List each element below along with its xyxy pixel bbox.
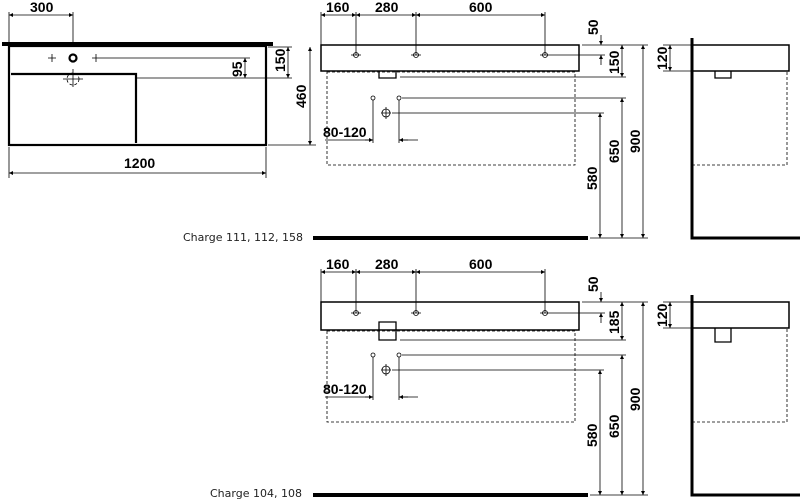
dim-basin-height: 150 <box>606 50 622 74</box>
basin-front <box>320 301 580 331</box>
dim-280: 280 <box>375 0 399 15</box>
basin-front <box>320 44 580 72</box>
dim-600: 600 <box>469 256 493 272</box>
side-view-2: 120 <box>654 295 800 497</box>
drain-crosshair <box>63 69 83 87</box>
dim-160: 160 <box>326 256 350 272</box>
dim-50: 50 <box>585 276 601 292</box>
variant-label-1: Charge 111, 112, 158 <box>183 231 303 244</box>
dim-95: 95 <box>229 61 245 77</box>
dim-80-120: 80-120 <box>323 381 367 397</box>
dim-580: 580 <box>584 423 600 447</box>
front-view-1: Charge 111, 112, 158 160 280 600 80-120 … <box>183 0 648 244</box>
dim-150: 150 <box>272 48 288 72</box>
bowl-outline <box>11 72 138 143</box>
dim-280: 280 <box>375 256 399 272</box>
tap-holes <box>351 310 550 376</box>
cabinet-outline <box>326 71 576 166</box>
dim-80-120: 80-120 <box>323 124 367 140</box>
dim-1200: 1200 <box>124 155 155 171</box>
dim-650: 650 <box>606 139 622 163</box>
plan-view: 300 95 150 460 1200 <box>2 0 316 178</box>
dim-900: 900 <box>627 129 643 153</box>
dim-650: 650 <box>606 414 622 438</box>
basin-side <box>691 301 790 329</box>
dim-460: 460 <box>293 84 309 108</box>
dim-50: 50 <box>585 19 601 35</box>
wall-and-floor <box>690 295 800 497</box>
dim-120: 120 <box>654 303 670 327</box>
dim-300: 300 <box>30 0 54 15</box>
dim-basin-height: 185 <box>606 310 622 334</box>
side-view-1: 120 <box>654 38 800 240</box>
dim-120: 120 <box>654 46 670 70</box>
dim-600: 600 <box>469 0 493 15</box>
dim-580: 580 <box>584 166 600 190</box>
dim-160: 160 <box>326 0 350 15</box>
wall-and-floor <box>690 38 800 240</box>
tap-hole-icon <box>68 53 78 63</box>
cabinet-outline <box>326 330 576 423</box>
variant-label-2: Charge 104, 108 <box>210 487 302 500</box>
front-view-2: Charge 104, 108 160 280 600 80-120 50 18… <box>210 256 648 500</box>
drain-trap <box>378 321 397 341</box>
tap-holes <box>351 52 550 119</box>
dim-900: 900 <box>627 387 643 411</box>
tap-option-marks <box>48 54 100 62</box>
basin-outline <box>7 44 268 147</box>
drain-trap <box>378 71 397 79</box>
basin-side <box>691 44 790 72</box>
